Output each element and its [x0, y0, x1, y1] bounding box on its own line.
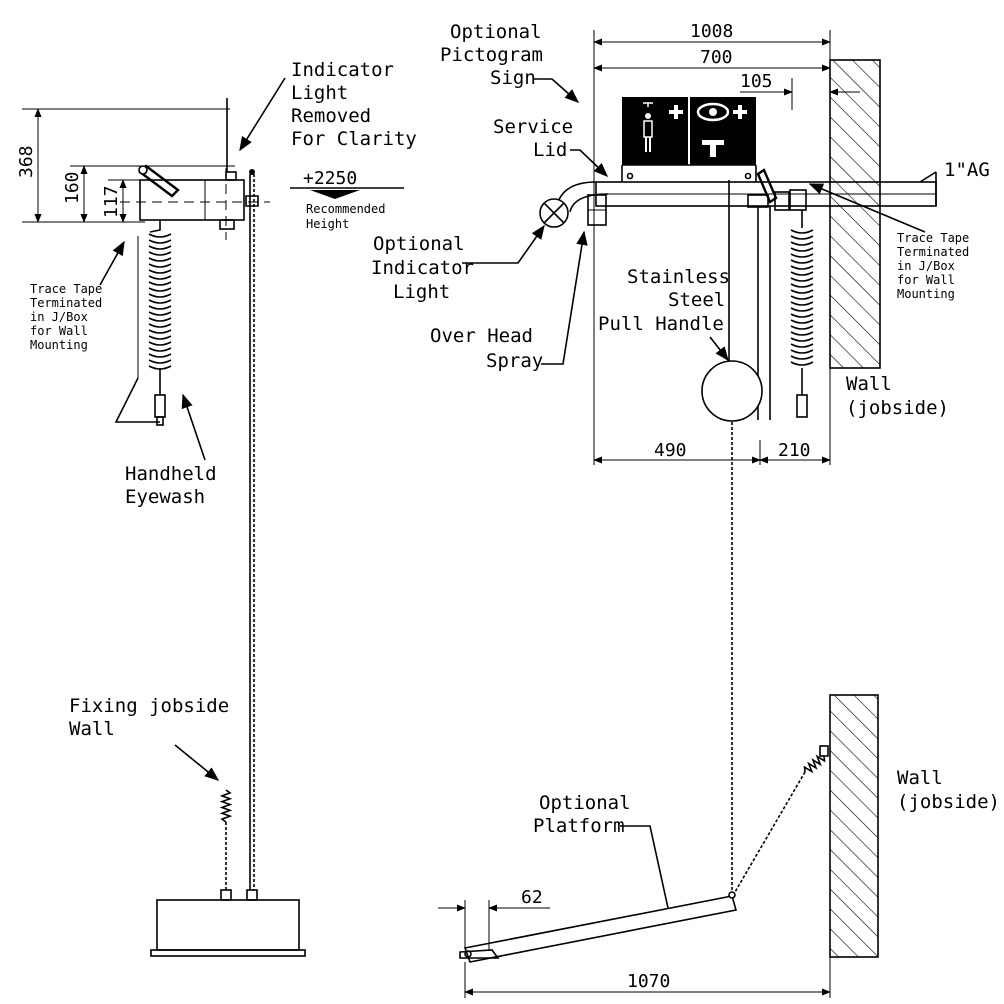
platform-plank [463, 895, 738, 963]
wall-jobside-top-label: Wall (jobside) [846, 373, 949, 419]
fixing-jobside-wall-label: Fixing jobside Wall [69, 695, 241, 740]
dim-700: 700 [700, 47, 733, 68]
stainless-steel-pull-handle-label: Stainless Steel Pull Handle [598, 266, 741, 335]
wall-top [829, 59, 881, 369]
wall-bottom [829, 694, 879, 958]
trace-tape-left-label: Trace Tape Terminated in J/Box for Wall … [30, 282, 109, 352]
coiled-hose-left [148, 233, 172, 370]
optional-platform-label: Optional Platform [533, 792, 642, 837]
side-view: 368 160 117 [16, 59, 417, 957]
dim-490: 490 [654, 440, 687, 461]
platform-view: 62 1070 Optional Platform Wall (jobside) [438, 422, 1000, 998]
dim-210: 210 [778, 440, 811, 461]
shower-head-pictogram-icon [702, 140, 724, 157]
optional-pictogram-sign-label: Optional Pictogram Sign [440, 21, 554, 89]
dim-105: 105 [740, 71, 773, 92]
wall-jobside-bottom-label: Wall (jobside) [897, 767, 1000, 813]
dim-1070: 1070 [627, 971, 670, 992]
over-head-spray-label: Over Head Spray [430, 325, 544, 372]
dim-1008: 1008 [690, 21, 733, 42]
dim-160: 160 [62, 171, 83, 204]
recommended-height-label: Recommended Height [306, 202, 393, 231]
platform-side [156, 899, 300, 951]
pipe-size-label: 1"AG [944, 159, 990, 181]
plus-icon [733, 105, 747, 119]
indicator-light-removed-label: Indicator Light Removed For Clarity [291, 59, 417, 150]
dim-2250: +2250 [303, 168, 357, 189]
service-lid-label: Service Lid [493, 116, 585, 161]
pictogram-sign [622, 97, 756, 165]
person-pictogram-icon [643, 102, 653, 152]
dim-62: 62 [521, 887, 543, 908]
eye-pictogram-icon [696, 102, 730, 122]
front-view: 1008 700 105 [371, 21, 990, 465]
handheld-eyewash-label: Handheld Eyewash [125, 463, 228, 508]
optional-indicator-light-label: Optional Indicator Light [371, 233, 485, 303]
pull-handle[interactable] [701, 360, 763, 422]
shower-unit-body [139, 179, 245, 221]
dim-368: 368 [16, 145, 37, 178]
plus-icon [669, 105, 683, 119]
dim-117: 117 [101, 185, 122, 218]
trace-tape-right-label: Trace Tape Terminated in J/Box for Wall … [897, 231, 976, 301]
